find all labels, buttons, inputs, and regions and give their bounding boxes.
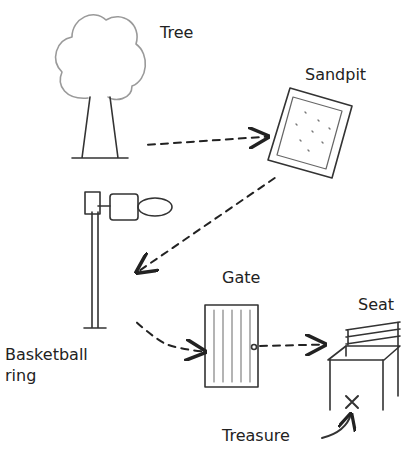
place-label: Gate bbox=[222, 267, 260, 288]
gate-knob bbox=[252, 345, 257, 350]
tree-canopy bbox=[56, 15, 146, 100]
sandpit-sand bbox=[277, 97, 342, 169]
ring-arm bbox=[98, 205, 110, 207]
place-marker: Gate bbox=[205, 305, 260, 387]
place-label: Seat bbox=[358, 294, 394, 315]
sandpit-frame bbox=[268, 88, 352, 178]
place-marker: Sandpit bbox=[268, 88, 352, 178]
place-marker: Tree bbox=[55, 8, 148, 160]
seat-bench bbox=[328, 346, 400, 360]
place-marker: Basketball ring bbox=[82, 185, 137, 333]
place-label: Tree bbox=[160, 22, 193, 43]
hoop bbox=[138, 198, 172, 216]
seat-legs bbox=[330, 346, 383, 410]
place-label: Basketball ring bbox=[5, 344, 97, 386]
backboard bbox=[110, 194, 138, 220]
treasure-leader bbox=[322, 414, 351, 438]
dashed-arrow bbox=[137, 323, 205, 352]
dashed-arrow bbox=[148, 137, 268, 145]
place-marker: Seat bbox=[325, 322, 403, 412]
basketball-pole bbox=[84, 212, 106, 328]
place-label: Sandpit bbox=[305, 64, 366, 85]
callout-label: Treasure bbox=[222, 425, 290, 446]
pole-bracket bbox=[85, 192, 100, 214]
tree-trunk bbox=[72, 97, 128, 158]
dashed-arrow bbox=[260, 345, 325, 347]
sand-dots bbox=[296, 112, 330, 151]
dashed-arrow bbox=[137, 178, 275, 272]
treasure-x bbox=[346, 396, 358, 408]
gate-door bbox=[205, 305, 258, 387]
gate-planks bbox=[214, 310, 250, 382]
seat-backrest bbox=[346, 322, 400, 396]
